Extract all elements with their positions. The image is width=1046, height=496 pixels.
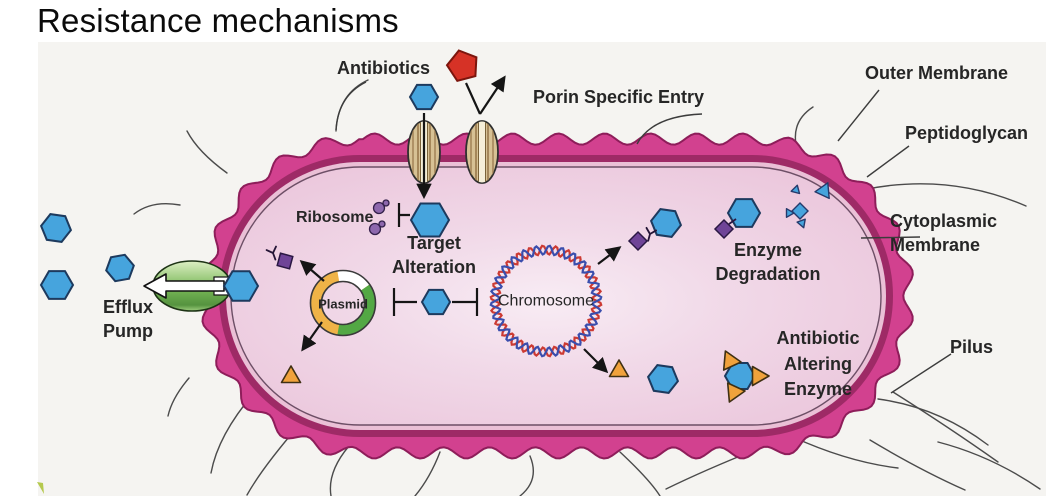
label-ribosome: Ribosome [296, 209, 374, 226]
label-enzyme-degradation: Enzyme Degradation [715, 240, 821, 284]
label-efflux-pump: Efflux Pump [103, 297, 154, 341]
inhibition-bars [392, 203, 479, 316]
label-antibiotics: Antibiotics [337, 58, 430, 78]
label-peptidoglycan: Peptidoglycan [905, 123, 1029, 143]
label-porin-specific-entry: Porin Specific Entry [533, 87, 705, 107]
porin-entry-arrows [464, 75, 506, 115]
label-plasmid: Plasmid [318, 296, 368, 312]
label-cytoplasmic-membrane: Cytoplasmic Membrane [890, 211, 998, 255]
inactivating-enzymes [265, 218, 737, 270]
stray-mark [37, 482, 44, 494]
red-pentagon-antibiotic [445, 49, 478, 83]
ribosome-icon [368, 199, 390, 236]
antibiotic-hexagons [39, 83, 762, 394]
plasmid-icon [309, 269, 377, 337]
chromosome-icon [489, 244, 603, 358]
degraded-antibiotic-fragments [785, 182, 830, 229]
label-target-alteration: Target Alteration [391, 233, 476, 277]
label-leader-lines [335, 81, 952, 394]
page-title: Resistance mechanisms [37, 2, 399, 39]
porin-icon [465, 120, 499, 184]
label-outer-membrane: Outer Membrane [865, 63, 1009, 83]
label-chromosome: Chromosome [497, 292, 595, 310]
label-antibiotic-altering-enzyme: Antibiotic Altering Enzyme [776, 328, 860, 400]
label-pilus: Pilus [950, 337, 994, 357]
gene-transfer-arrows [299, 246, 622, 374]
altered-antibiotic-triangles [280, 350, 770, 403]
